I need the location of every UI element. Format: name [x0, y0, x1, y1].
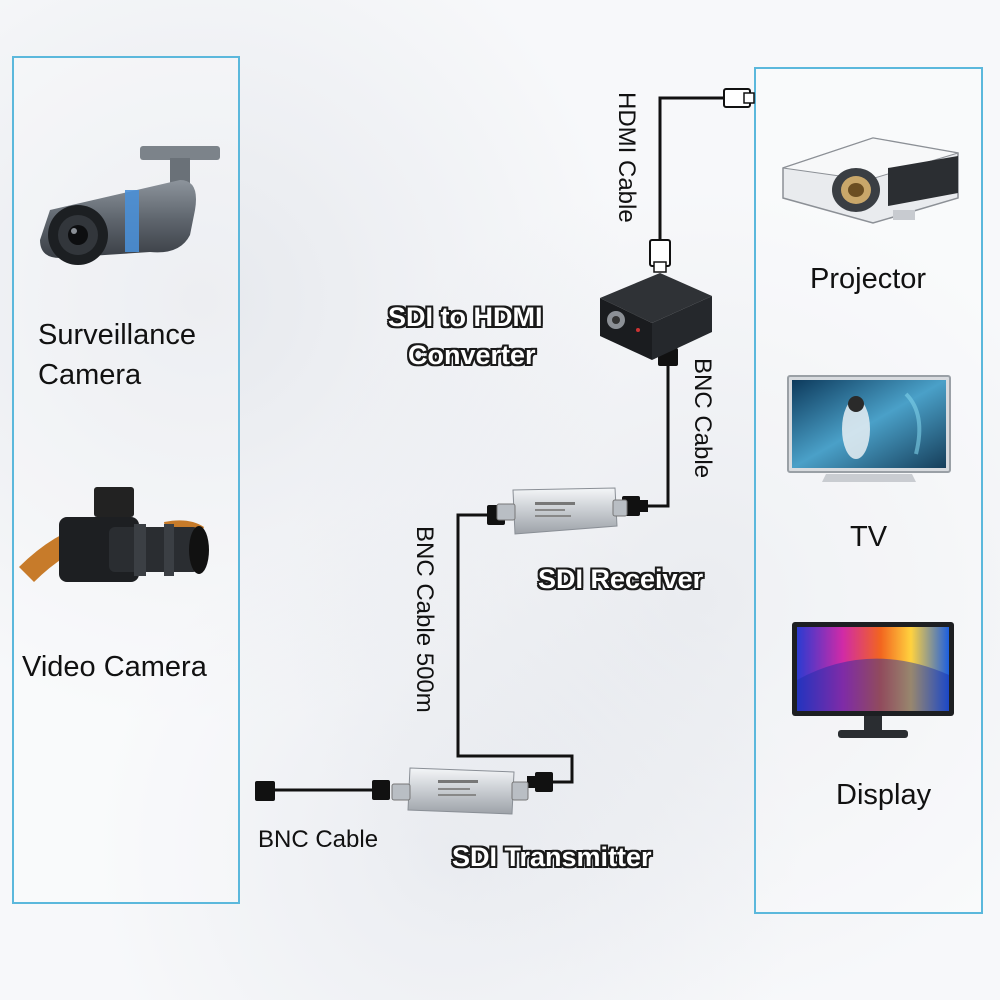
surveillance-camera-label-line1: Surveillance — [38, 319, 196, 351]
bnc-connector — [527, 772, 553, 792]
bnc-cable-500m-label: BNC Cable 500m — [411, 526, 438, 713]
sdi-transmitter-icon — [391, 767, 529, 815]
converter-label-line1: SDI to HDMI — [388, 302, 543, 332]
bnc-cable-500m-line — [456, 513, 574, 784]
bnc-connector — [372, 780, 390, 800]
bnc-cable-bottom-label: BNC Cable — [258, 826, 379, 853]
bnc-connector — [255, 781, 275, 801]
receiver-label: SDI Receiver — [538, 564, 704, 594]
sdi-receiver-icon — [496, 487, 628, 535]
hdmi-cable-label: HDMI Cable — [613, 92, 640, 223]
converter-label-line2: Converter — [408, 340, 536, 370]
tv-icon — [787, 375, 951, 482]
video-camera-icon — [19, 487, 209, 582]
hdmi-cable-line — [658, 96, 728, 243]
tv-label: TV — [850, 521, 888, 553]
sdi-to-hdmi-converter-icon — [600, 273, 712, 360]
projector-icon — [782, 137, 959, 224]
bnc-cable-top-line — [635, 366, 670, 508]
video-camera-label: Video Camera — [22, 651, 207, 683]
hdmi-plug — [649, 239, 671, 273]
display-monitor-icon — [792, 622, 954, 738]
surveillance-camera-label-line2: Camera — [38, 359, 142, 391]
bnc-cable-top-label: BNC Cable — [689, 358, 716, 479]
display-label: Display — [836, 779, 932, 811]
surveillance-camera-icon — [40, 146, 220, 265]
projector-label: Projector — [810, 263, 927, 295]
transmitter-label: SDI Transmitter — [452, 842, 652, 872]
hdmi-plug — [723, 88, 755, 108]
